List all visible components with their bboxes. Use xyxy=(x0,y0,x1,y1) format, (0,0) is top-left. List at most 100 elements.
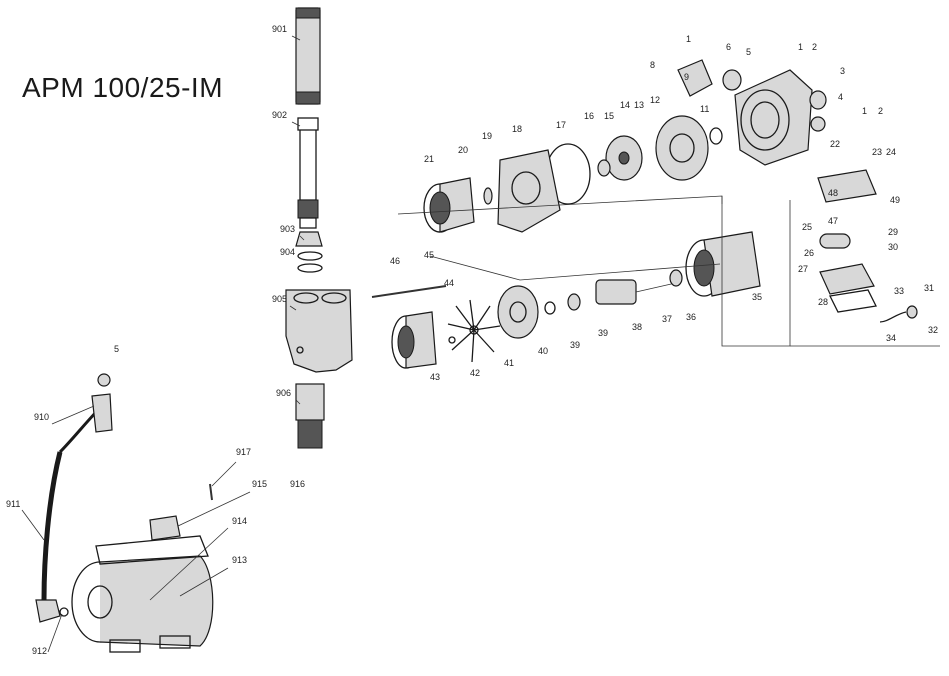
end-shield-40 xyxy=(497,285,539,339)
part-label-p48: 48 xyxy=(828,188,838,198)
capacitor-21 xyxy=(423,177,475,233)
part-label-p1a: 1 xyxy=(686,34,691,44)
pressure-tank-913 xyxy=(71,535,214,653)
part-label-p22: 22 xyxy=(830,139,840,149)
part-label-p43: 43 xyxy=(430,372,440,382)
cable-gland-33 xyxy=(879,305,918,323)
part-label-p42: 42 xyxy=(470,368,480,378)
bearing-39 xyxy=(544,293,581,315)
impeller-15 xyxy=(605,135,643,181)
ring-11 xyxy=(709,127,723,145)
part-label-p32: 32 xyxy=(928,325,938,335)
pump-cover-18 xyxy=(497,149,561,233)
fan-41 xyxy=(447,299,501,363)
part-label-p905: 905 xyxy=(272,294,287,304)
tee-fitting-910 xyxy=(91,393,113,433)
bracket-915 xyxy=(149,515,181,541)
part-label-p904: 904 xyxy=(280,247,295,257)
elbow-912 xyxy=(35,599,69,623)
part-label-p6: 6 xyxy=(726,42,731,52)
part-label-p5b: 5 xyxy=(114,344,119,354)
part-label-p30: 30 xyxy=(888,242,898,252)
gasket-28 xyxy=(829,289,877,313)
part-label-p37: 37 xyxy=(662,314,672,324)
diffuser-12 xyxy=(655,115,709,181)
part-label-p34: 34 xyxy=(886,333,896,343)
part-label-p21: 21 xyxy=(424,154,434,164)
plug-4 xyxy=(810,116,826,132)
part-label-p910: 910 xyxy=(34,412,49,422)
part-label-p25: 25 xyxy=(802,222,812,232)
fan-cover-43 xyxy=(391,311,437,369)
part-label-p17: 17 xyxy=(556,120,566,130)
part-label-p917: 917 xyxy=(236,447,251,457)
terminal-cover-23 xyxy=(817,169,877,203)
part-label-p28: 28 xyxy=(818,297,828,307)
part-label-p14: 14 xyxy=(620,100,630,110)
bearing-36 xyxy=(669,269,683,287)
part-label-p916: 916 xyxy=(290,479,305,489)
part-label-p1c: 1 xyxy=(862,106,867,116)
part-label-p3: 3 xyxy=(840,66,845,76)
part-label-p20: 20 xyxy=(458,145,468,155)
part-label-p40: 40 xyxy=(538,346,548,356)
part-label-p913: 913 xyxy=(232,555,247,565)
part-label-p31: 31 xyxy=(924,283,934,293)
part-label-p39a: 39 xyxy=(598,328,608,338)
pump-housing xyxy=(734,69,813,166)
part-label-p911: 911 xyxy=(6,499,20,509)
clip-42 xyxy=(448,336,456,344)
part-label-p46: 46 xyxy=(390,256,400,266)
part-label-p4: 4 xyxy=(838,92,843,102)
part-label-p18: 18 xyxy=(512,124,522,134)
nipple-903 xyxy=(295,231,323,247)
part-label-p11: 11 xyxy=(700,104,709,114)
capacitor-25 xyxy=(819,233,851,249)
part-label-p8: 8 xyxy=(650,60,655,70)
part-label-p36: 36 xyxy=(686,312,696,322)
plug-6 xyxy=(722,69,742,91)
part-label-p33: 33 xyxy=(894,286,904,296)
part-label-p27: 27 xyxy=(798,264,808,274)
part-label-p9: 9 xyxy=(684,72,689,82)
suction-pipe-901 xyxy=(295,7,321,105)
tie-rod-46 xyxy=(371,285,447,298)
part-label-p19: 19 xyxy=(482,131,492,141)
part-label-p35: 35 xyxy=(752,292,762,302)
part-label-p13: 13 xyxy=(634,100,644,110)
part-label-p15: 15 xyxy=(604,111,614,121)
tee-housing-905 xyxy=(285,289,353,373)
seal-ring-20 xyxy=(483,187,493,205)
part-label-p1b: 1 xyxy=(798,42,803,52)
part-label-p24: 24 xyxy=(886,147,896,157)
part-label-p45: 45 xyxy=(424,250,434,260)
plug-3 xyxy=(809,90,827,110)
part-label-p902: 902 xyxy=(272,110,287,120)
part-label-p38: 38 xyxy=(632,322,642,332)
part-label-p903: 903 xyxy=(280,224,295,234)
rotor-38 xyxy=(595,279,681,305)
screw-917 xyxy=(209,483,213,501)
gasket-904 xyxy=(297,251,323,273)
part-label-p2b: 2 xyxy=(878,106,883,116)
part-label-p906: 906 xyxy=(276,388,291,398)
part-label-p41: 41 xyxy=(504,358,514,368)
part-label-p23: 23 xyxy=(872,147,882,157)
part-label-p16: 16 xyxy=(584,111,594,121)
part-label-p29: 29 xyxy=(888,227,898,237)
part-label-p901: 901 xyxy=(272,24,287,34)
part-label-p915: 915 xyxy=(252,479,267,489)
terminal-box-27 xyxy=(819,263,875,295)
part-label-p39b: 39 xyxy=(570,340,580,350)
part-label-p49: 49 xyxy=(890,195,900,205)
diagram-title: APM 100/25-IM xyxy=(22,72,224,103)
part-label-p2a: 2 xyxy=(812,42,817,52)
connector-906 xyxy=(295,383,325,449)
seal-16 xyxy=(597,159,611,177)
part-label-p912: 912 xyxy=(32,646,47,656)
part-label-p44: 44 xyxy=(444,278,454,288)
part-label-p914: 914 xyxy=(232,516,247,526)
